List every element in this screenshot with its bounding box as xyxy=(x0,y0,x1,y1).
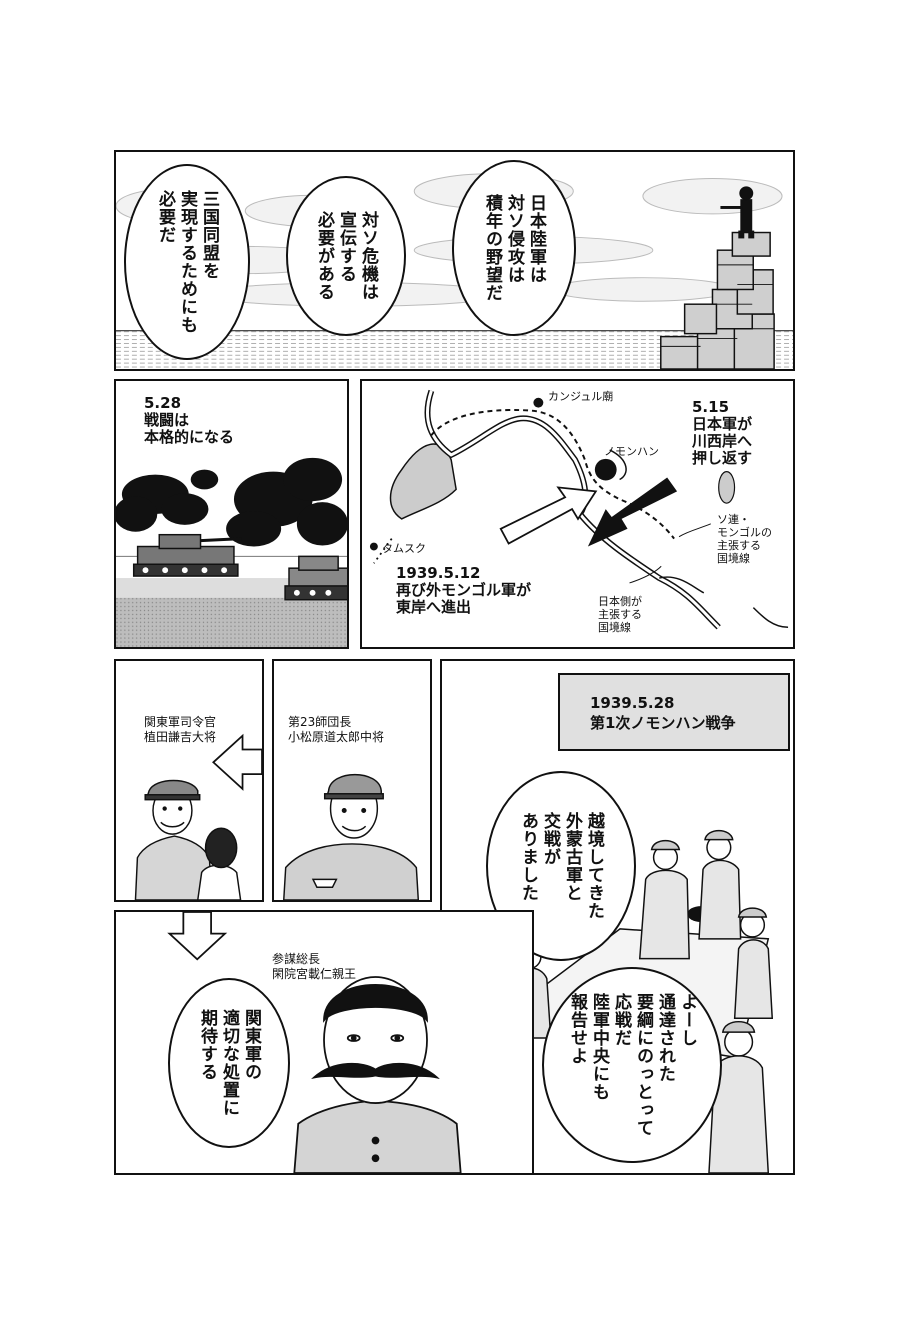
tank-battle-art xyxy=(116,457,347,647)
tamsk-marker xyxy=(369,542,378,551)
caption-may-28: 5.28 戦闘は 本格的になる xyxy=(144,394,235,446)
lake-shape xyxy=(389,443,457,520)
label-nomonhan: ノモンハン xyxy=(604,445,659,458)
speech-bubble-report: 越境してきた 外蒙古軍と 交戦が ありました xyxy=(486,771,636,961)
mongol-advance-arrow xyxy=(499,486,598,545)
map-art xyxy=(369,389,789,630)
panel-barrels-by-sea: 日本陸軍は 対ソ侵攻は 積年の野望だ 対ソ危機は 宣伝する 必要がある 三国同盟… xyxy=(114,150,795,371)
speech-bubble-ambition: 日本陸軍は 対ソ侵攻は 積年の野望だ xyxy=(452,160,576,336)
speech-bubble-propaganda: 対ソ危機は 宣伝する 必要がある xyxy=(286,176,406,336)
caption-may-12: 1939.5.12 再び外モンゴル軍が 東岸へ進出 xyxy=(396,564,532,616)
hierarchy-arrow-down xyxy=(167,912,228,961)
bubble-text-expectation: 関東軍の 適切な処置に 期待する xyxy=(197,1009,261,1117)
panel-prince-kanin: 参謀総長 閑院宮載仁親王 関東軍の 適切な処置に 期待する xyxy=(114,910,534,1175)
japanese-counter-arrow xyxy=(587,477,678,547)
bubble-text-report: 越境してきた 外蒙古軍と 交戦が ありました xyxy=(518,812,604,920)
komatsubara-art xyxy=(283,773,420,900)
bubble-text-alliance: 三国同盟を 実現するためにも 必要だ xyxy=(155,190,219,334)
bubble-text-ambition: 日本陸軍は 対ソ侵攻は 積年の野望だ xyxy=(482,194,546,302)
soviet-claimed-border xyxy=(430,408,675,540)
hierarchy-arrow-left xyxy=(212,733,262,791)
caption-battle-title: 1939.5.28 第1次ノモンハン戦争 xyxy=(558,673,790,751)
panel-ueda: 関東軍司令官 植田謙吉大将 xyxy=(114,659,264,902)
speech-bubble-order: よーし 通達された 要綱にのっとって 応戦だ 陸軍中央にも 報告せよ xyxy=(542,967,722,1163)
prince-art xyxy=(167,912,462,1173)
caption-komatsubara: 第23師団長 小松原道太郎中将 xyxy=(288,715,385,744)
caption-may-15: 5.15 日本軍が 川西岸へ 押し返す xyxy=(692,398,753,467)
label-soviet-border: ソ連・ モンゴルの 主張する 国境線 xyxy=(717,513,772,565)
speech-bubble-expectation: 関東軍の 適切な処置に 期待する xyxy=(168,978,290,1148)
bubble-text-order: よーし 通達された 要綱にのっとって 応戦だ 陸軍中央にも 報告せよ xyxy=(567,993,697,1137)
label-kanjur: カンジュル廟 xyxy=(548,390,614,403)
speech-bubble-alliance: 三国同盟を 実現するためにも 必要だ xyxy=(124,164,250,360)
kanjur-marker xyxy=(533,397,544,408)
nomonhan-marker xyxy=(594,458,617,481)
caption-ueda: 関東軍司令官 植田謙吉大将 xyxy=(144,715,217,744)
panel-tank-battle: 5.28 戦闘は 本格的になる xyxy=(114,379,349,649)
bubble-text-propaganda: 対ソ危機は 宣伝する 必要がある xyxy=(314,211,378,301)
panel-nomonhan-map: カンジュル廟 ノモンハン タムスク ソ連・ モンゴルの 主張する 国境線 日本側… xyxy=(360,379,795,649)
ueda-art xyxy=(134,733,262,900)
caption-prince-kanin: 参謀総長 閑院宮載仁親王 xyxy=(272,952,357,981)
panel-komatsubara: 第23師団長 小松原道太郎中将 xyxy=(272,659,432,902)
label-tamsk: タムスク xyxy=(382,542,426,555)
label-japan-border: 日本側が 主張する 国境線 xyxy=(598,595,642,634)
